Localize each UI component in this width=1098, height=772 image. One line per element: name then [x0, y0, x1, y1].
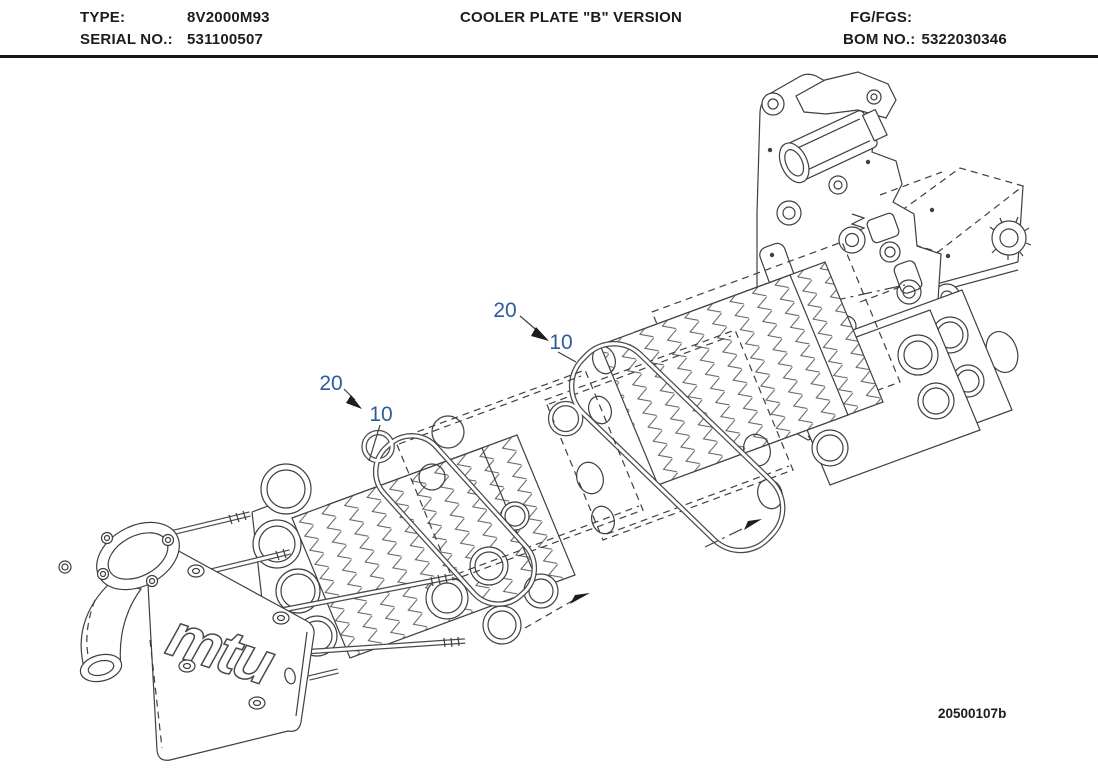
- callout-arrow-lower-icon: [346, 395, 362, 409]
- elbow-fitting: [58, 521, 180, 683]
- callout-leader-10-lower: [368, 424, 381, 462]
- serial-value: 531100507: [187, 31, 264, 48]
- callout-10-lower: 10: [369, 403, 392, 426]
- fg-label: FG/FGS:: [850, 9, 913, 26]
- cover-plate: mtu: [58, 521, 315, 761]
- cooler-plate-front: [599, 274, 849, 486]
- type-label: TYPE:: [80, 9, 126, 26]
- callout-20-upper: 20: [493, 299, 516, 322]
- callout-leader-10-upper: [557, 351, 577, 363]
- port-gasket-cluster: [425, 501, 559, 645]
- assembly-leader-upper: [704, 526, 747, 548]
- right-plate-group: [544, 241, 1013, 554]
- type-row: TYPE: 8V2000M93: [80, 9, 270, 26]
- serial-row: SERIAL NO.: 531100507: [80, 31, 263, 48]
- callout-10-upper: 10: [549, 331, 572, 354]
- gasket-ring-upper: [547, 340, 786, 554]
- studs: [149, 510, 466, 681]
- assembly-arrow-upper-icon: [744, 519, 762, 530]
- phantom-plate-back: [651, 241, 901, 453]
- page-title: COOLER PLATE "B" VERSION: [459, 9, 683, 26]
- type-value: 8V2000M93: [187, 9, 270, 26]
- assembly-arrow-lower-icon: [570, 593, 590, 604]
- serial-label: SERIAL NO.:: [80, 31, 173, 48]
- stud: [302, 636, 466, 655]
- callout-arrow-upper-icon: [531, 327, 549, 341]
- bom-label: BOM NO.:: [843, 31, 916, 48]
- bom-value: 5322030346: [921, 31, 1007, 48]
- assembly-leader-lower: [524, 600, 573, 629]
- drawing-number: 20500107b: [938, 706, 1007, 721]
- stud: [271, 573, 453, 615]
- header-rule: [0, 55, 1098, 58]
- bom-row: BOM NO.: 5322030346: [843, 31, 1007, 48]
- cover-nuts: [178, 564, 296, 710]
- phantom-plate-left: [394, 369, 644, 581]
- actuator-bracket: [795, 71, 897, 119]
- actuator-cylinder: [778, 108, 888, 184]
- cooler-plate-front-left: [291, 447, 541, 659]
- callouts: 20 10 20 10: [319, 299, 577, 462]
- stud: [206, 548, 291, 575]
- gasket-ring-lower: [361, 429, 538, 607]
- callout-20-lower: 20: [319, 372, 342, 395]
- left-plate-group: [251, 369, 644, 659]
- stud-pin: [308, 668, 339, 681]
